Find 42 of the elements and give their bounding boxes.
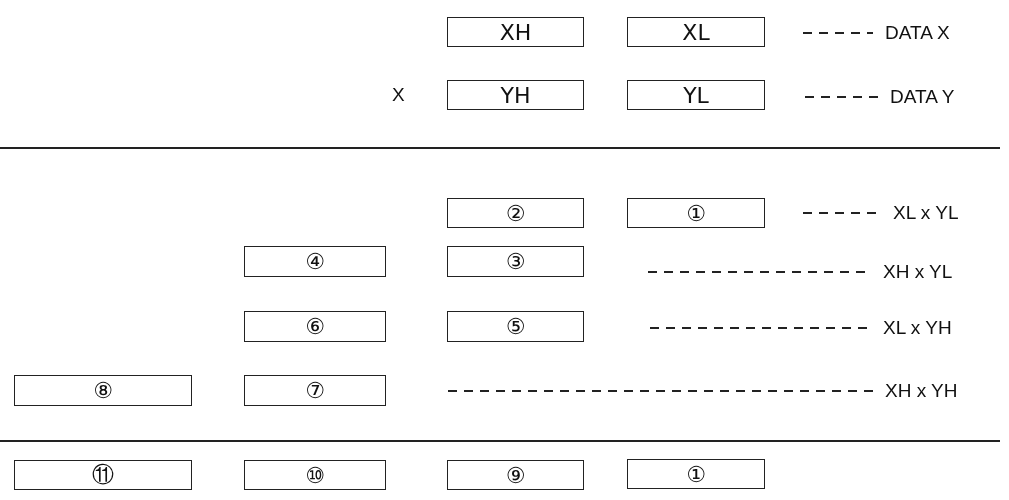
- register-box: [14, 460, 192, 490]
- product-label: XL x YH: [883, 317, 952, 339]
- register-box: [244, 311, 386, 342]
- product-label: XH x YH: [885, 380, 958, 402]
- register-box: [447, 17, 584, 47]
- product-label: XL x YL: [893, 202, 959, 224]
- register-number: ⑨: [505, 462, 526, 488]
- register-number: ⑩: [305, 462, 325, 488]
- multiply-sign: X: [392, 84, 405, 106]
- register-box: [447, 198, 584, 228]
- register-number: ③: [505, 249, 526, 274]
- leader-line: [802, 32, 874, 34]
- register-box: [244, 460, 386, 490]
- register-number: XL: [682, 19, 710, 45]
- register-number: ①: [686, 200, 706, 226]
- register-box: [244, 375, 386, 406]
- leader-line: [447, 390, 874, 392]
- register-number: ⑦: [305, 378, 325, 403]
- product-label: XH x YL: [883, 261, 953, 283]
- leader-line: [804, 96, 879, 98]
- register-number: ⑥: [305, 314, 325, 339]
- register-box: [627, 459, 765, 489]
- register-box: [447, 80, 584, 110]
- register-box: [447, 246, 584, 277]
- register-box: [627, 80, 765, 110]
- register-box: [447, 311, 584, 342]
- register-box: [14, 375, 192, 406]
- register-number: ①: [686, 461, 706, 487]
- register-number: ④: [305, 249, 325, 274]
- register-number: ⑤: [505, 314, 526, 339]
- register-box: [627, 198, 765, 228]
- register-number: YL: [683, 82, 709, 108]
- register-number: XH: [499, 19, 532, 45]
- register-number: ⑧: [93, 378, 113, 403]
- register-box: [244, 246, 386, 277]
- register-number: YH: [500, 82, 531, 108]
- product-label: DATA X: [885, 22, 950, 44]
- register-number: ⑪: [92, 461, 114, 489]
- register-box: [447, 460, 584, 490]
- product-label: DATA Y: [890, 86, 955, 108]
- register-number: ②: [505, 200, 526, 226]
- register-box: [627, 17, 765, 47]
